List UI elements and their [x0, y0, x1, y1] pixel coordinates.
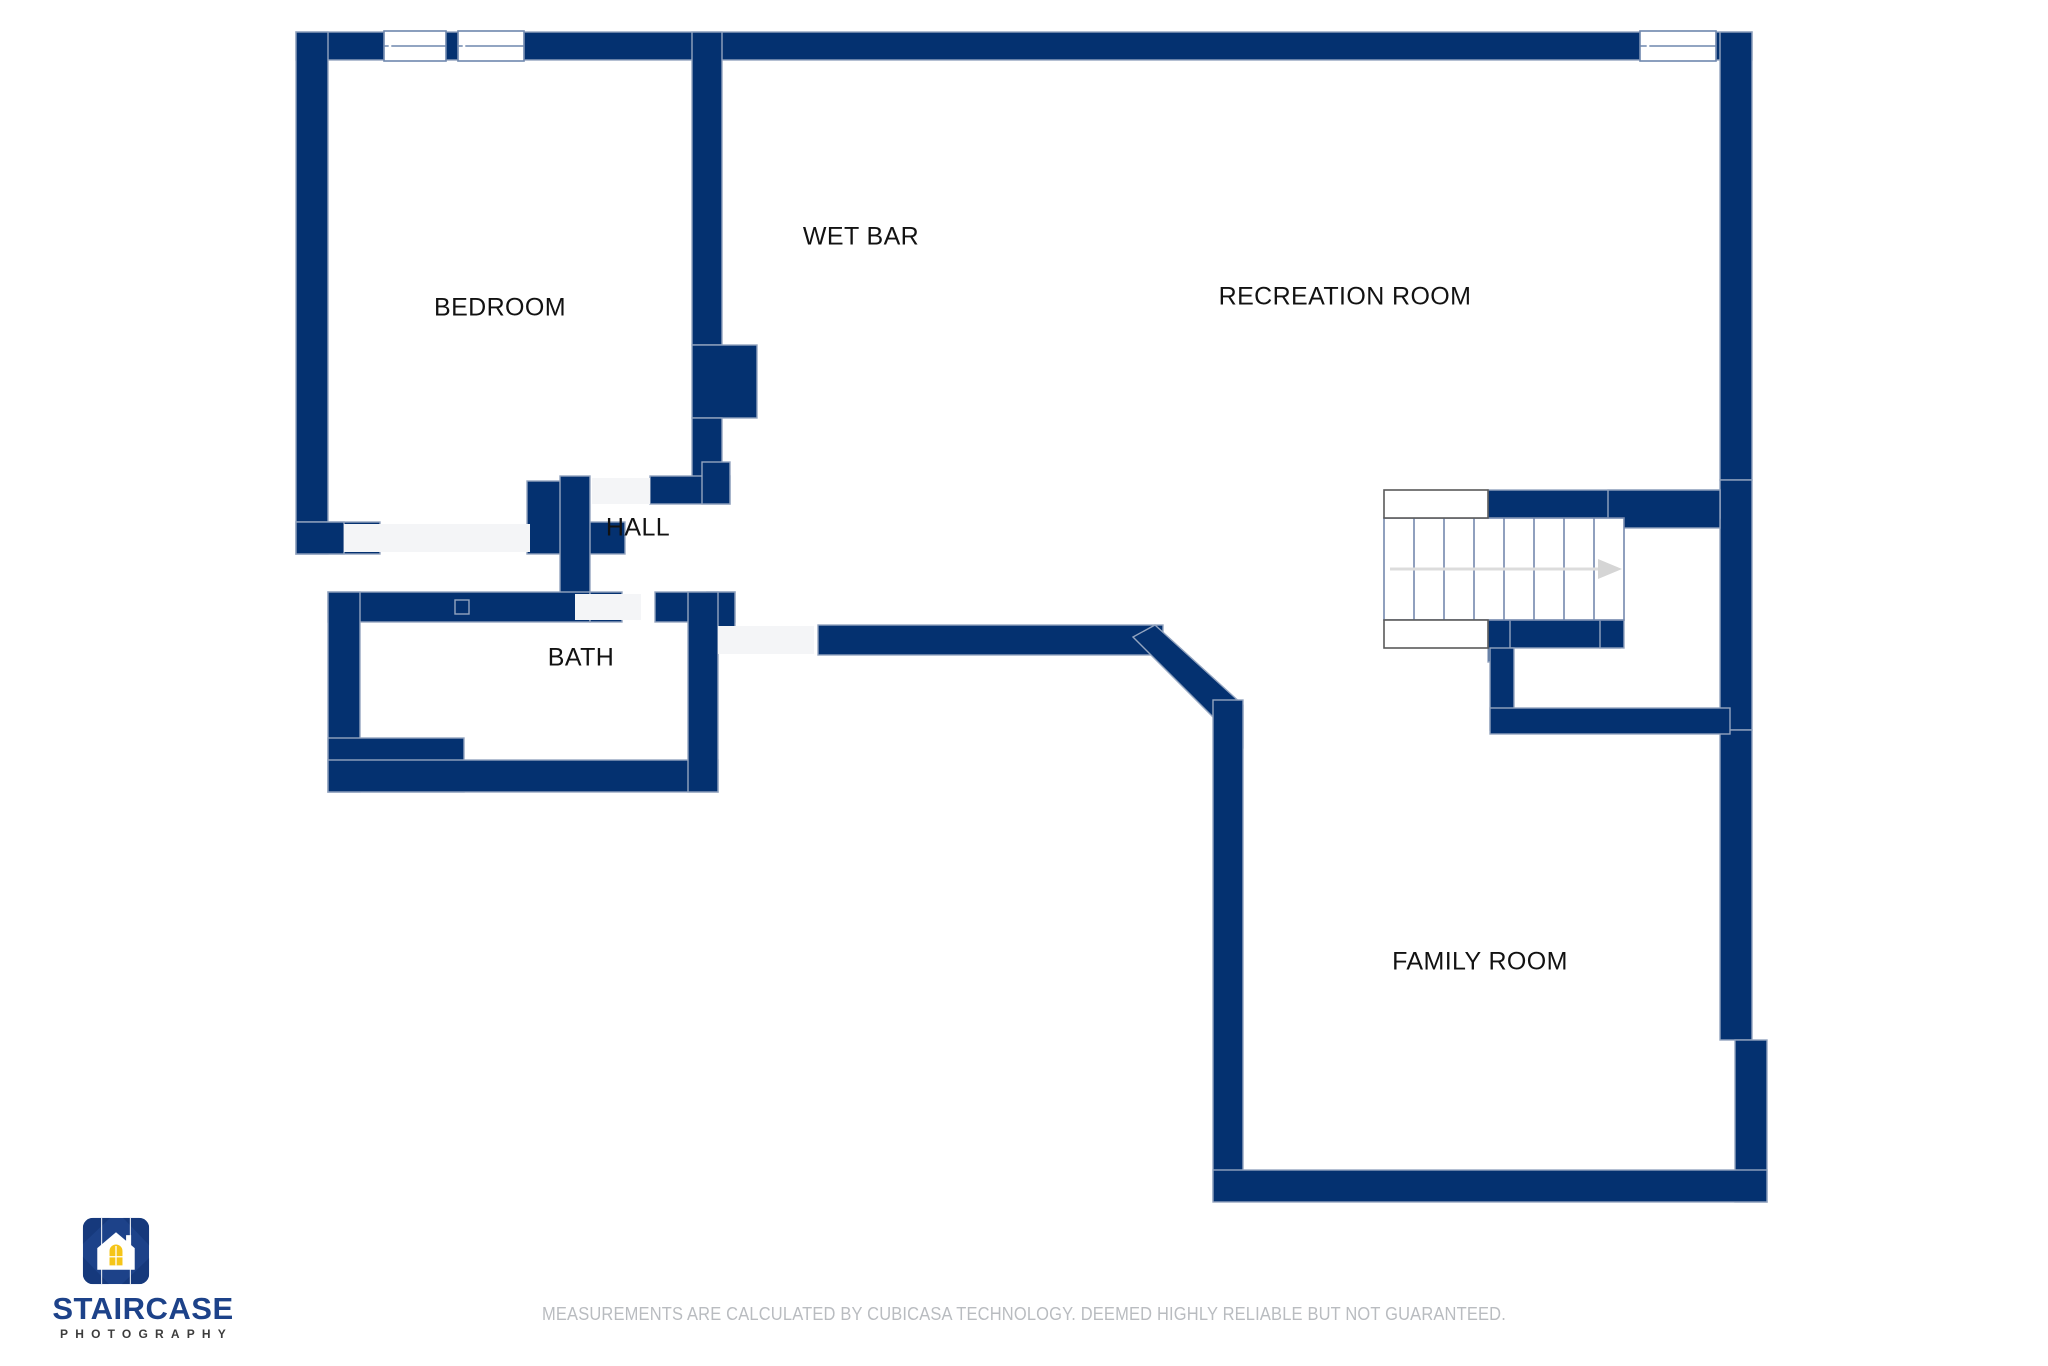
room-label-bedroom: BEDROOM: [434, 294, 566, 322]
wall-bedroom-east-upper: [691, 31, 723, 346]
wall-bedroom-south-left: [295, 521, 345, 555]
wall-stair-header-riser: [1607, 489, 1721, 529]
wall-hall-east-nib-vert: [701, 461, 731, 505]
measurement-disclaimer: MEASUREMENTS ARE CALCULATED BY CUBICASA …: [541, 1303, 1507, 1324]
room-label-hall: HALL: [606, 514, 670, 542]
wall-bath-east: [687, 591, 719, 793]
staircase: [1383, 489, 1625, 649]
window-group: [383, 30, 1717, 62]
wall-family-west: [1212, 699, 1244, 1201]
room-label-family-room: FAMILY ROOM: [1392, 948, 1568, 976]
opening-hall-north: [575, 594, 641, 620]
wall-stair-under-bottom: [1489, 707, 1731, 735]
window-top-right: [1639, 30, 1717, 62]
wall-closet-chase-block: [691, 344, 758, 419]
stair-landing-bottom: [1383, 619, 1489, 649]
brand-subword: PHOTOGRAPHY: [60, 1327, 233, 1341]
wall-family-south: [1212, 1169, 1768, 1203]
wall-mid-divider: [817, 624, 1164, 656]
wall-east-mid: [1719, 729, 1753, 1041]
wall-west-bedroom: [295, 31, 329, 555]
brand-logo: STAIRCASE PHOTOGRAPHY: [38, 1215, 248, 1340]
opening-bedroom-hall: [344, 524, 530, 552]
room-label-bath: BATH: [548, 644, 614, 672]
room-label-wet-bar: WET BAR: [803, 223, 919, 251]
stair-landing-top: [1383, 489, 1489, 519]
opening-hall-east: [592, 478, 650, 504]
wall-east-stair-step: [1719, 479, 1753, 731]
brand-wordmark: STAIRCASE: [52, 1291, 234, 1326]
wall-top-window-mullion: [444, 31, 459, 61]
wall-hall-west: [559, 475, 591, 609]
window-top-left-b: [457, 30, 525, 62]
stair-direction-arrow-icon: [1598, 559, 1622, 579]
door-opening-group: [344, 478, 814, 654]
aperture-house-logo-icon: [82, 1217, 150, 1285]
wall-east-upper: [1719, 31, 1753, 481]
opening-bath-door: [718, 626, 814, 654]
wall-stair-pocket-right: [1599, 619, 1625, 649]
wall-bath-fixture-nib: [454, 599, 470, 615]
room-label-recreation-room: RECREATION ROOM: [1219, 283, 1472, 311]
room-label-group: BEDROOM WET BAR RECREATION ROOM HALL BAT…: [434, 223, 1568, 976]
wall-bath-south: [327, 759, 719, 793]
window-top-left-a: [383, 30, 447, 62]
